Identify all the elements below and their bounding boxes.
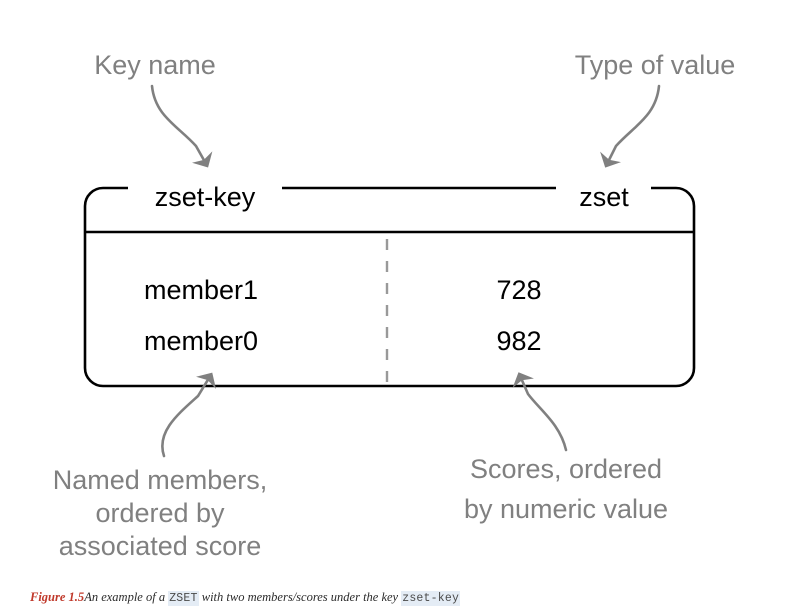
row-member-name: member0 — [144, 326, 258, 356]
annotation-scores-ordered: Scores, ordered by numeric value — [464, 454, 668, 524]
figure-caption: Figure 1.5An example of a ZSET with two … — [30, 589, 765, 607]
annotation-key-name: Key name — [94, 50, 216, 80]
annotation-line: Scores, ordered — [470, 454, 662, 484]
box-key-name-label: zset-key — [155, 182, 256, 212]
arrow-members-to-box — [161, 372, 217, 458]
figure-caption-code-zset: ZSET — [168, 591, 199, 606]
annotation-line: ordered by — [95, 498, 225, 528]
figure-caption-code-zset-key: zset-key — [401, 591, 461, 606]
table-row: member1 728 — [144, 275, 542, 305]
zset-box-outline — [83, 186, 696, 388]
annotation-line: Named members, — [53, 465, 268, 495]
annotation-named-members: Named members, ordered by associated sco… — [53, 465, 268, 561]
row-score-value: 982 — [496, 326, 541, 356]
arrow-type-of-value-to-box — [600, 84, 661, 168]
row-score-value: 728 — [496, 275, 541, 305]
annotation-line: by numeric value — [464, 494, 668, 524]
figure-caption-label: Figure 1.5 — [30, 590, 85, 604]
row-member-name: member1 — [144, 275, 258, 305]
box-value-type-label: zset — [579, 182, 629, 212]
table-row: member0 982 — [144, 326, 542, 356]
annotation-type-of-value: Type of value — [575, 50, 736, 80]
annotation-line: associated score — [59, 531, 262, 561]
figure-caption-text-part1: An example of a — [84, 590, 169, 604]
arrow-scores-to-box — [512, 372, 568, 452]
arrow-key-name-to-box — [150, 84, 213, 168]
figure-caption-text-part2: with two members/scores under the key — [198, 590, 402, 604]
